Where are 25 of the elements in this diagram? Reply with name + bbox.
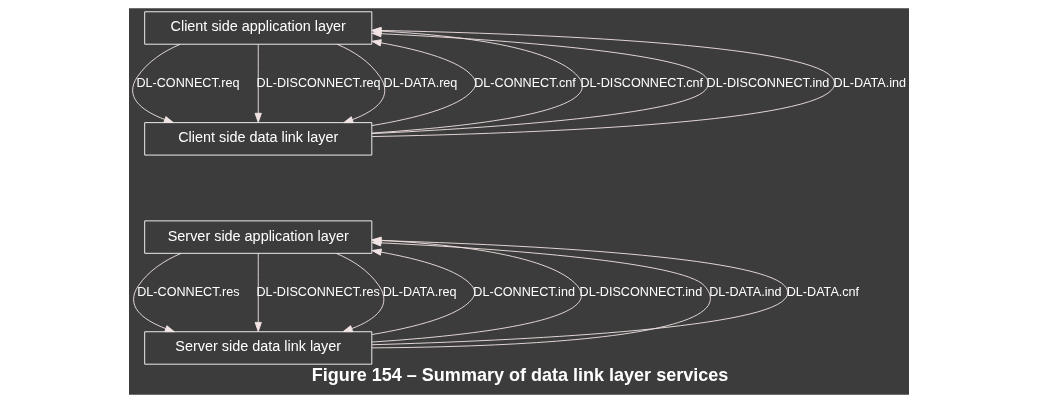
arrow	[132, 43, 181, 123]
edge-label: DL-CONNECT.req	[136, 75, 240, 90]
node-box: Client side application layer	[144, 11, 373, 45]
arrow	[335, 252, 385, 333]
node-box: Server side application layer	[144, 220, 373, 254]
node-box: Client side data link layer	[144, 122, 373, 156]
edge-label: DL-CONNECT.cnf	[474, 75, 576, 90]
edge-label: DL-DISCONNECT.ind	[706, 75, 830, 90]
edge-label: DL-DISCONNECT.cnf	[580, 75, 704, 90]
edge-label: DL-DATA.req	[382, 284, 457, 299]
arrow	[371, 39, 477, 127]
node-box: Server side data link layer	[144, 331, 373, 365]
edge-label: DL-CONNECT.ind	[473, 284, 575, 299]
edge-label: DL-DATA.cnf	[786, 284, 860, 299]
arrow	[254, 43, 262, 123]
arrow	[336, 43, 386, 124]
caption: Figure 154 – Summary of data link layer services	[311, 365, 729, 386]
edge-label: DL-DATA.req	[383, 75, 458, 90]
arrow	[133, 252, 182, 333]
edge-label: DL-DISCONNECT.ind	[579, 284, 703, 299]
arrow	[371, 248, 476, 335]
edge-label: DL-DATA.ind	[833, 75, 906, 90]
edge-label: DL-CONNECT.res	[137, 284, 240, 299]
arrow	[254, 252, 262, 332]
edge-label: DL-DATA.ind	[709, 284, 782, 299]
